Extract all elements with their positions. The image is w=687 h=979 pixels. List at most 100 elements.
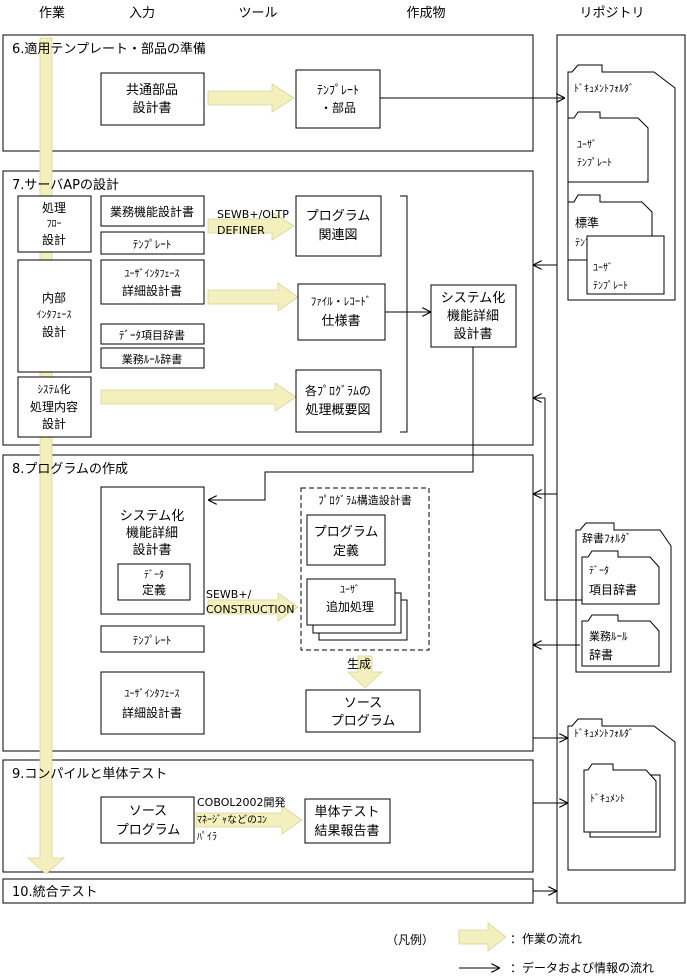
ui-design-label-1-sec8: ﾕｰｻﾞｲﾝﾀﾌｪｰｽ: [125, 688, 180, 700]
template-label-sec7: ﾃﾝﾌﾟﾚｰﾄ: [133, 238, 172, 251]
data-dict-repo-label-1: ﾃﾞｰﾀ: [589, 565, 609, 577]
section-9-box: [2, 759, 534, 873]
section-8-title: 8.プログラムの作成: [12, 462, 128, 477]
ui-design-doc-box-sec7: [100, 259, 205, 305]
template-box-sec8: [100, 625, 205, 653]
document-folder: [583, 763, 657, 833]
proc-flow-label-1: 処理: [42, 201, 66, 215]
sys-proc-label-2: 処理内容: [30, 399, 78, 414]
prog-def-box: [306, 514, 386, 566]
legend-work-arrow: [458, 922, 507, 952]
section-6-title: 6.適用テンプレート・部品の準備: [12, 41, 206, 57]
work-arrow-sec9: [195, 805, 303, 835]
template-parts-label-2: ・部品: [320, 100, 356, 115]
line-data-dict-to-sec7: [544, 398, 582, 601]
file-record-label-2: 仕様書: [321, 314, 360, 329]
prog-def-label-1: プログラム: [314, 525, 379, 540]
legend-work-flow: ：作業の流れ: [510, 932, 582, 946]
internal-if-design-box: [17, 259, 92, 373]
data-def-label-1: ﾃﾞｰﾀ: [144, 569, 164, 581]
products-bracket: [400, 195, 408, 433]
section-10-title: 10.統合テスト: [12, 885, 98, 900]
proc-flow-label-2: ﾌﾛｰ: [47, 219, 62, 230]
section-8-box: [2, 454, 534, 752]
internal-if-label-2: ｲﾝﾀﾌｪｰｽ: [37, 309, 72, 321]
prog-relation-label-1: プログラム: [306, 209, 371, 224]
user-template-folder-2: [586, 235, 665, 295]
prog-struct-design-box: [300, 487, 430, 651]
file-record-label-1: ﾌｧｲﾙ・ﾚｺｰﾄﾞ: [311, 295, 372, 308]
header-input: 入力: [129, 6, 155, 21]
sys-proc-design-box: [17, 376, 92, 438]
prog-relation-label-2: 関連図: [318, 228, 357, 243]
doc-folder-2-label: ﾄﾞｷｭﾒﾝﾄﾌｫﾙﾀﾞ: [574, 728, 634, 740]
column-headers: 作業 入力 ツール 作成物 リポジトリ: [39, 5, 645, 21]
generate-arrow: [346, 655, 384, 689]
data-dict-box-sec7: [100, 323, 205, 345]
internal-if-label-1: 内部: [42, 290, 66, 305]
work-arrow-sec8: [207, 592, 299, 622]
header-repository: リポジトリ: [579, 6, 644, 21]
prog-outline-diagram-box: [295, 369, 382, 433]
biz-rule-repo-label-2: 辞書: [589, 647, 613, 662]
unit-test-label-2: 結果報告書: [314, 824, 379, 839]
ui-design-label-1-sec7: ﾕｰｻﾞｲﾝﾀﾌｪｰｽ: [125, 268, 180, 280]
user-template-label-1: ﾕｰｻﾞ: [577, 139, 597, 151]
work-arrow-sec7-2: [207, 282, 299, 312]
unit-test-report-box: [304, 798, 391, 844]
section-7-box: [2, 170, 534, 446]
prog-outline-label-1: 各ﾌﾟﾛｸﾞﾗﾑの: [305, 383, 371, 398]
sys-proc-label-3: 設計: [42, 416, 66, 431]
section-7-title: 7.サーバAPの設計: [12, 177, 119, 193]
header-work: 作業: [39, 5, 65, 21]
user-add-label-2: 追加処理: [326, 599, 374, 614]
biz-func-label: 業務機能設計書: [110, 204, 194, 219]
header-product: 作成物: [406, 6, 445, 21]
source-label-2-sec8: プログラム: [331, 714, 396, 729]
common-parts-label-1: 共通部品: [126, 83, 178, 98]
sys-detail-design-box-sec7: [430, 284, 517, 348]
internal-if-label-3: 設計: [42, 324, 66, 339]
source-label-1-sec8: ソース: [344, 696, 382, 711]
data-dict-repo-label-2: 項目辞書: [589, 582, 637, 597]
tool-label-sec9-3: ﾊﾟｲﾗ: [197, 831, 217, 843]
tool-label-sec9-1: COBOL2002開発: [197, 795, 285, 809]
template-label-sec8: ﾃﾝﾌﾟﾚｰﾄ: [133, 634, 172, 647]
legend: （凡例） ：作業の流れ ：データおよび情報の流れ: [386, 922, 654, 975]
proc-flow-label-3: 設計: [42, 232, 66, 247]
prog-outline-label-2: 処理概要図: [305, 403, 370, 418]
prog-def-label-2: 定義: [333, 543, 359, 559]
std-template-label-1: 標準: [575, 215, 599, 230]
template-parts-box: [295, 69, 381, 129]
section-9-title: 9.コンパイルと単体テスト: [12, 766, 167, 782]
prog-relation-diagram-box: [295, 195, 382, 257]
ui-design-label-2-sec7: 詳細設計書: [122, 283, 182, 298]
biz-rule-repo-label-1: 業務ﾙｰﾙ: [589, 629, 628, 643]
sys-detail-label-3-sec7: 設計書: [453, 326, 492, 342]
dict-folder-label: 辞書ﾌｫﾙﾀﾞ: [582, 531, 632, 545]
doc-folder-1-label: ﾄﾞｷｭﾒﾝﾄﾌｫﾙﾀﾞ: [574, 83, 634, 95]
biz-rule-dict-box-sec7: [100, 347, 205, 369]
sys-proc-label-1: ｼｽﾃﾑ化: [38, 382, 71, 396]
legend-label: （凡例）: [386, 933, 434, 947]
prog-struct-title: ﾌﾟﾛｸﾞﾗﾑ構造設計書: [318, 493, 412, 507]
common-parts-label-2: 設計書: [132, 100, 171, 116]
user-template-folder: [567, 111, 649, 183]
template-box-sec7: [100, 231, 205, 255]
tool-label-sec8-2: CONSTRUCTION: [206, 603, 295, 616]
proc-flow-design-box: [17, 195, 92, 253]
tool-label-sec7-1: SEWB+/OLTP: [217, 208, 289, 221]
work-arrow-sec7-1: [207, 211, 295, 241]
source-program-box-sec9: [100, 796, 195, 844]
ui-design-label-2-sec8: 詳細設計書: [122, 705, 182, 720]
data-dict-label-sec7: ﾃﾞｰﾀ項目辞書: [119, 328, 185, 342]
legend-data-flow: ：データおよび情報の流れ: [510, 960, 654, 975]
main-work-flow-arrow: [26, 37, 66, 875]
sys-detail-label-2-sec8: 機能詳細: [126, 525, 178, 541]
user-add-box: [306, 578, 396, 626]
user-template2-label-1: ﾕｰｻﾞ: [593, 262, 613, 274]
data-def-label-2: 定義: [142, 582, 166, 597]
user-template-label-2: ﾃﾝﾌﾟﾚｰﾄ: [577, 157, 612, 169]
file-record-spec-box: [297, 283, 386, 341]
